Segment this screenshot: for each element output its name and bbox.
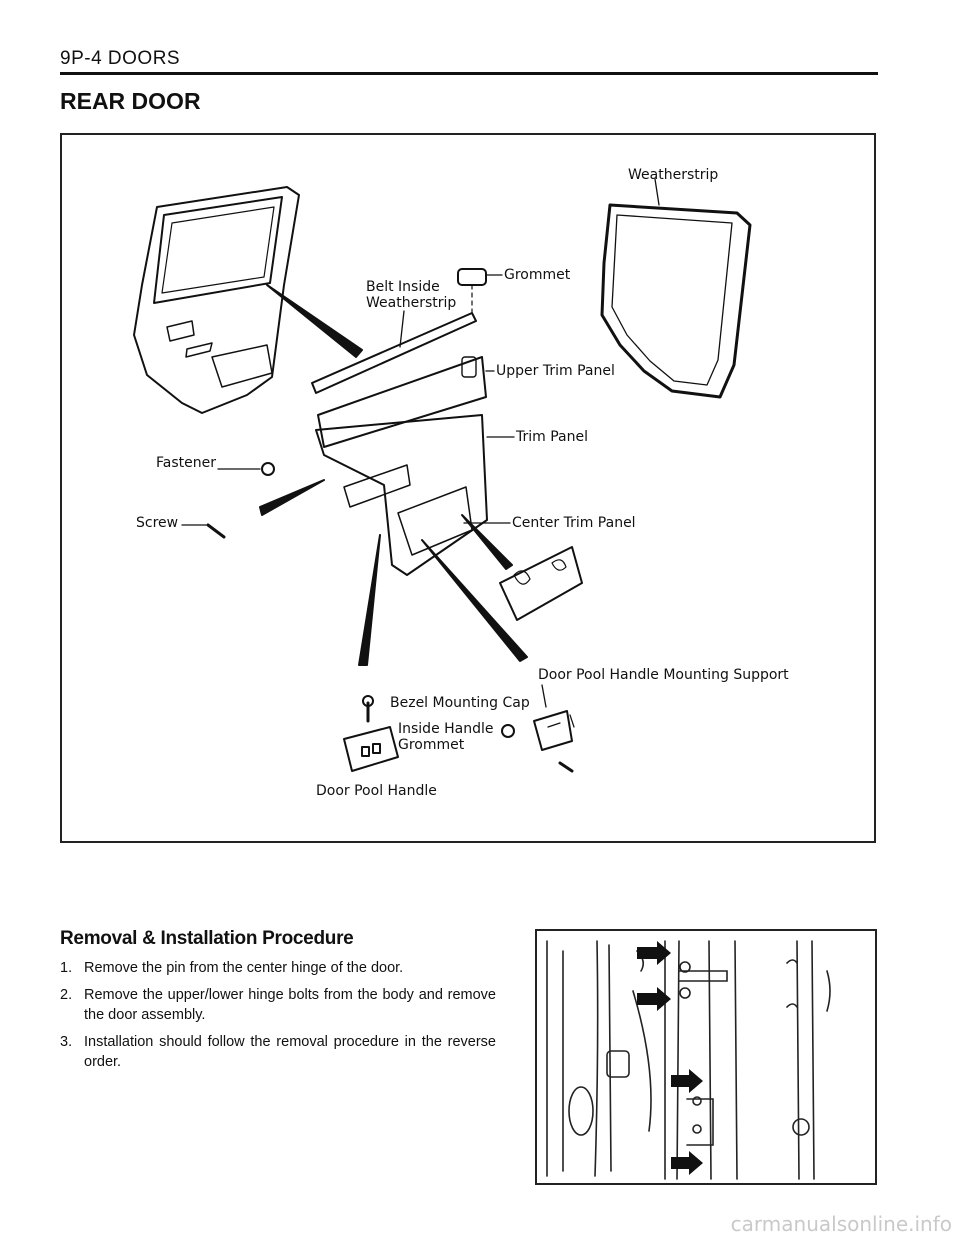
label-door-pool-handle-mounting-support: Door Pool Handle Mounting Support (538, 667, 789, 683)
header-rule (60, 72, 878, 75)
label-upper-trim-panel: Upper Trim Panel (496, 363, 615, 379)
door-pool-handle-part (343, 726, 399, 772)
weatherstrip-seal (600, 203, 752, 399)
step-number: 2. (60, 987, 73, 1003)
door-shell (133, 186, 300, 414)
label-inside-handle-line2: Grommet (398, 737, 465, 753)
center-trim-panel-part (499, 546, 583, 621)
arrow-icon (637, 987, 671, 1011)
label-belt-inside-line1: Belt Inside (366, 279, 440, 295)
hinge-line-art (546, 940, 831, 1180)
label-belt-inside-line2: Weatherstrip (366, 295, 457, 311)
hinge-arrows (637, 941, 703, 1175)
fastener-part (261, 462, 275, 476)
arrow-icon (671, 1069, 703, 1093)
step-text: Remove the upper/lower hinge bolts from … (84, 987, 496, 1023)
belt-weatherstrip (311, 312, 477, 394)
label-screw: Screw (136, 515, 179, 531)
label-bezel-mounting-cap: Bezel Mounting Cap (390, 695, 530, 711)
diagram-line-art (133, 178, 752, 773)
arrow-icon (671, 1151, 703, 1175)
procedure-step: 3. Installation should follow the remova… (60, 1032, 496, 1072)
arrow-icon (637, 941, 671, 965)
rear-door-exploded-diagram: Weatherstrip Grommet Belt Inside Weather… (60, 133, 876, 843)
label-trim-panel: Trim Panel (516, 429, 588, 445)
page-header: 9P-4 DOORS (60, 48, 181, 69)
step-text: Remove the pin from the center hinge of … (84, 960, 404, 976)
label-weatherstrip: Weatherstrip (628, 167, 719, 183)
procedure-steps: 1. Remove the pin from the center hinge … (60, 958, 496, 1079)
mounting-support-part (533, 710, 573, 751)
label-grommet: Grommet (504, 267, 571, 283)
door-window-frame (153, 196, 283, 304)
procedure-step: 2. Remove the upper/lower hinge bolts fr… (60, 985, 496, 1025)
step-text: Installation should follow the removal p… (84, 1034, 496, 1070)
label-center-trim-panel: Center Trim Panel (512, 515, 636, 531)
upper-trim-panel-part (317, 356, 487, 448)
label-door-pool-handle: Door Pool Handle (316, 783, 437, 799)
label-fastener: Fastener (156, 455, 216, 471)
procedure-step: 1. Remove the pin from the center hinge … (60, 958, 496, 978)
procedure-title: Removal & Installation Procedure (60, 928, 354, 949)
label-inside-handle-line1: Inside Handle (398, 721, 494, 737)
step-number: 3. (60, 1034, 73, 1050)
grommet-part (457, 268, 487, 286)
trim-panel-part (315, 414, 488, 576)
section-title: REAR DOOR (60, 88, 201, 114)
watermark: carmanualsonline.info (730, 1212, 952, 1236)
hinge-location-figure (535, 929, 877, 1185)
screw-part (206, 523, 226, 539)
step-number: 1. (60, 960, 73, 976)
